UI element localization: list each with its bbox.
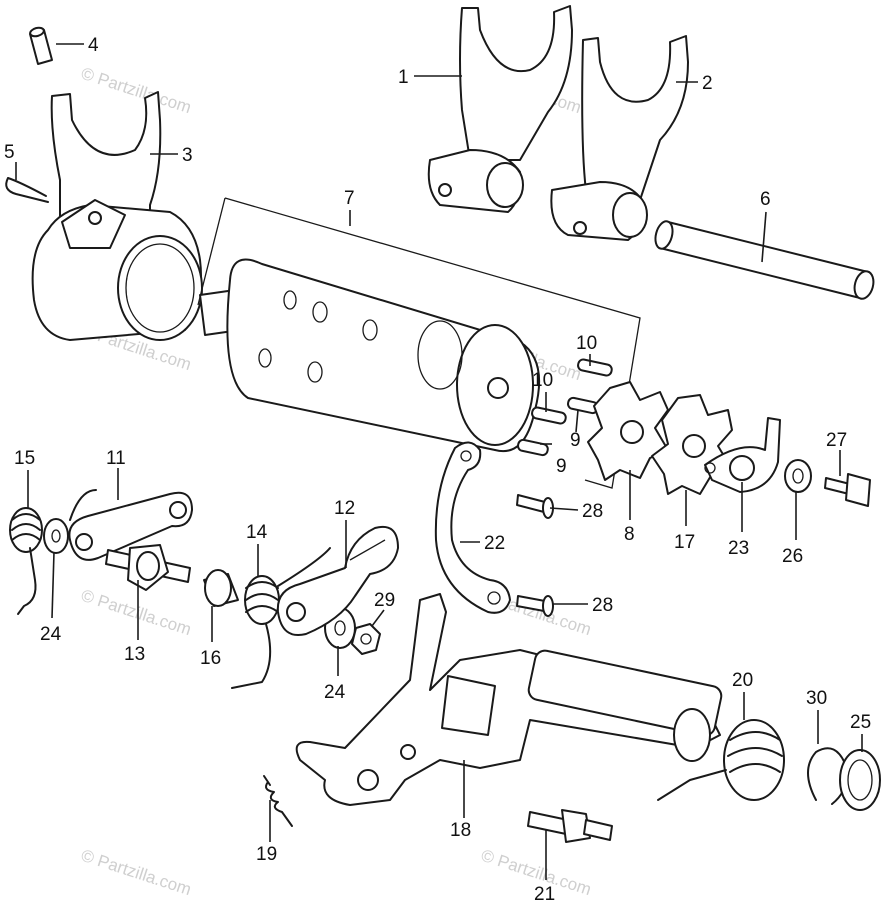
callout-21: 21 bbox=[534, 884, 555, 905]
callout-10: 10 bbox=[576, 333, 597, 354]
callout-12: 12 bbox=[334, 498, 355, 519]
part-13-bolt bbox=[105, 544, 191, 591]
callout-27: 27 bbox=[826, 430, 847, 451]
part-2-shift-fork bbox=[550, 35, 689, 241]
part-23-plate bbox=[704, 417, 781, 493]
callout-5: 5 bbox=[4, 142, 15, 163]
callout-29: 29 bbox=[374, 590, 395, 611]
part-5-clip bbox=[5, 177, 49, 203]
watermark: © Partzilla.com bbox=[79, 64, 194, 117]
part-10-pins bbox=[531, 358, 613, 425]
callout-4: 4 bbox=[88, 35, 99, 56]
part-7-shift-drum bbox=[197, 197, 641, 489]
leader-lines bbox=[15, 43, 863, 880]
part-18-spindle bbox=[295, 593, 723, 806]
part-8-star-plate bbox=[587, 381, 669, 481]
callout-3: 3 bbox=[182, 145, 193, 166]
callout-25: 25 bbox=[850, 712, 871, 733]
part-29-nut bbox=[351, 623, 381, 655]
callout-22: 22 bbox=[484, 533, 505, 554]
callout-1: 1 bbox=[398, 67, 409, 88]
part-3-shift-fork bbox=[31, 91, 203, 341]
callout-28: 28 bbox=[582, 501, 603, 522]
callout-9: 9 bbox=[570, 430, 581, 451]
part-15-spring bbox=[9, 507, 43, 615]
part-12-arm bbox=[276, 526, 399, 636]
callout-10-b: 10 bbox=[532, 370, 553, 391]
part-24-washer bbox=[43, 518, 69, 554]
callout-17: 17 bbox=[674, 532, 695, 553]
part-20-spring bbox=[657, 719, 785, 801]
part-11-arm bbox=[68, 489, 193, 561]
part-16-collar bbox=[203, 569, 239, 607]
part-19-spring bbox=[263, 775, 293, 827]
callout-6: 6 bbox=[760, 189, 771, 210]
part-27-bolt bbox=[824, 473, 871, 507]
callout-8: 8 bbox=[624, 524, 635, 545]
callout-19: 19 bbox=[256, 844, 277, 865]
part-4-pin bbox=[29, 26, 53, 65]
part-28-screw bbox=[516, 494, 554, 519]
part-21-stud bbox=[527, 809, 613, 843]
callout-15: 15 bbox=[14, 448, 35, 469]
callout-7: 7 bbox=[344, 188, 355, 209]
part-25-washer bbox=[839, 749, 881, 811]
callout-20: 20 bbox=[732, 670, 753, 691]
part-26-washer bbox=[784, 459, 812, 493]
callout-24-b: 24 bbox=[324, 682, 346, 703]
callout-26: 26 bbox=[782, 546, 803, 567]
callout-2: 2 bbox=[702, 73, 713, 94]
callout-28-b: 28 bbox=[592, 595, 613, 616]
callout-11: 11 bbox=[106, 448, 126, 469]
callout-14: 14 bbox=[246, 522, 268, 543]
callout-9-b: 9 bbox=[556, 456, 567, 477]
callout-30: 30 bbox=[806, 688, 827, 709]
callout-18: 18 bbox=[450, 820, 471, 841]
callout-23: 23 bbox=[728, 538, 749, 559]
part-1-shift-fork bbox=[427, 5, 573, 213]
part-6-shaft bbox=[654, 220, 875, 300]
watermark: © Partzilla.com bbox=[79, 586, 194, 639]
callout-13: 13 bbox=[124, 644, 145, 665]
callout-24: 24 bbox=[40, 624, 62, 645]
part-28-screw bbox=[516, 595, 554, 617]
part-22-plate bbox=[434, 441, 511, 614]
watermark: © Partzilla.com bbox=[79, 846, 194, 899]
callouts: 1 2 3 4 5 6 7 8 9 9 10 10 11 12 13 14 15… bbox=[4, 35, 871, 905]
callout-16: 16 bbox=[200, 648, 221, 669]
